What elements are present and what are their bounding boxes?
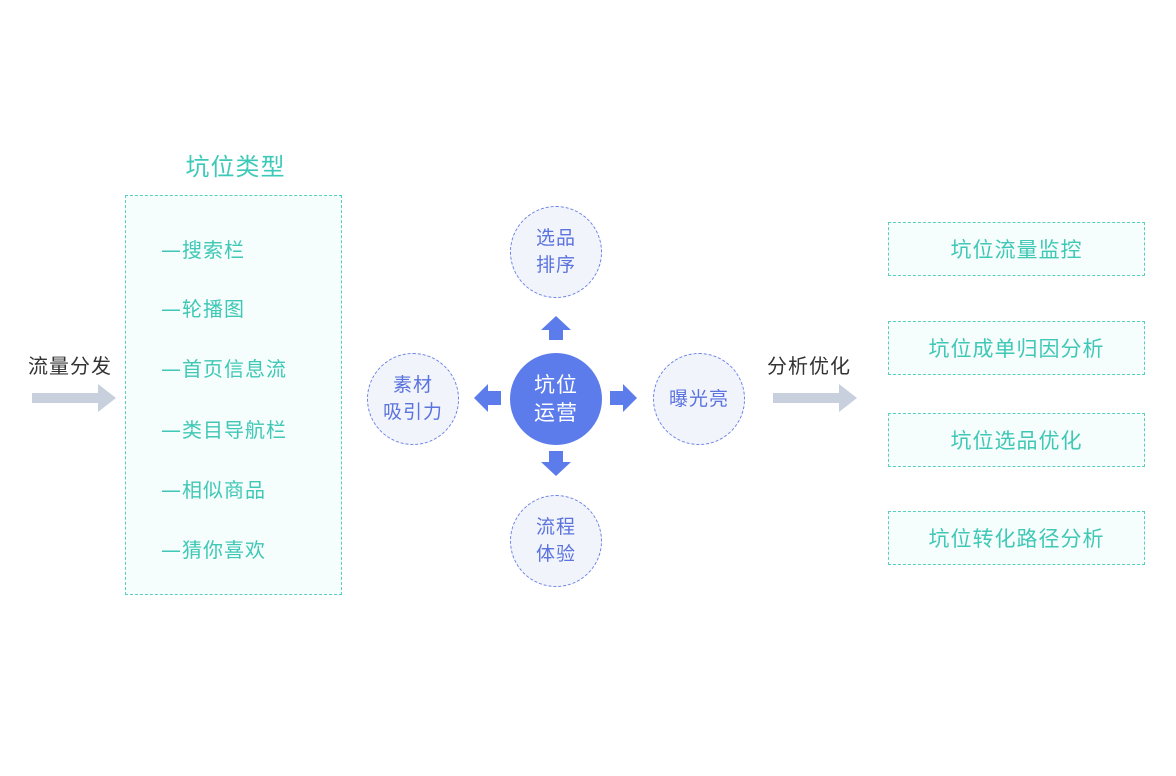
analysis-label: 坑位成单归因分析 [928, 337, 1105, 361]
analysis-box-selection-optimization: 坑位选品优化 [888, 413, 1145, 467]
hub-top-label: 选品 排序 [535, 227, 576, 276]
hub-right-circle: 曝光亮 [653, 353, 745, 445]
analysis-label: 坑位流量监控 [950, 238, 1083, 262]
slot-item-search-bar: —搜索栏 [161, 238, 245, 262]
arrow-left-icon [474, 384, 501, 412]
right-flow-arrow-icon [773, 384, 857, 412]
hub-bottom-label: 流程 体验 [535, 516, 576, 565]
analysis-box-conversion-path: 坑位转化路径分析 [888, 511, 1145, 565]
arrow-down-icon [541, 451, 571, 476]
slot-item-carousel: —轮播图 [161, 297, 245, 321]
traffic-distribution-label: 流量分发 [28, 354, 112, 378]
arrow-right-icon [610, 384, 637, 412]
hub-right-label: 曝光亮 [668, 387, 729, 410]
slot-item-category-nav: —类目导航栏 [161, 418, 287, 442]
analysis-box-order-attribution: 坑位成单归因分析 [888, 321, 1145, 375]
hub-left-label: 素材 吸引力 [382, 374, 443, 423]
left-flow-arrow-icon [32, 384, 116, 412]
slot-item-similar-products: —相似商品 [161, 478, 266, 502]
analysis-optimization-label: 分析优化 [767, 354, 851, 378]
hub-center-label: 坑位 运营 [534, 373, 578, 425]
slot-item-home-feed: —首页信息流 [161, 357, 287, 381]
hub-center-circle: 坑位 运营 [510, 353, 602, 445]
hub-top-circle: 选品 排序 [510, 206, 602, 298]
analysis-label: 坑位转化路径分析 [928, 527, 1105, 551]
slot-types-title: 坑位类型 [185, 153, 286, 181]
arrow-up-icon [541, 316, 571, 340]
slot-types-box: —搜索栏 —轮播图 —首页信息流 —类目导航栏 —相似商品 —猜你喜欢 [125, 195, 342, 595]
analysis-box-traffic-monitoring: 坑位流量监控 [888, 222, 1145, 276]
hub-left-circle: 素材 吸引力 [367, 353, 459, 445]
analysis-label: 坑位选品优化 [950, 429, 1083, 453]
slot-item-guess-you-like: —猜你喜欢 [161, 538, 266, 562]
hub-bottom-circle: 流程 体验 [510, 495, 602, 587]
